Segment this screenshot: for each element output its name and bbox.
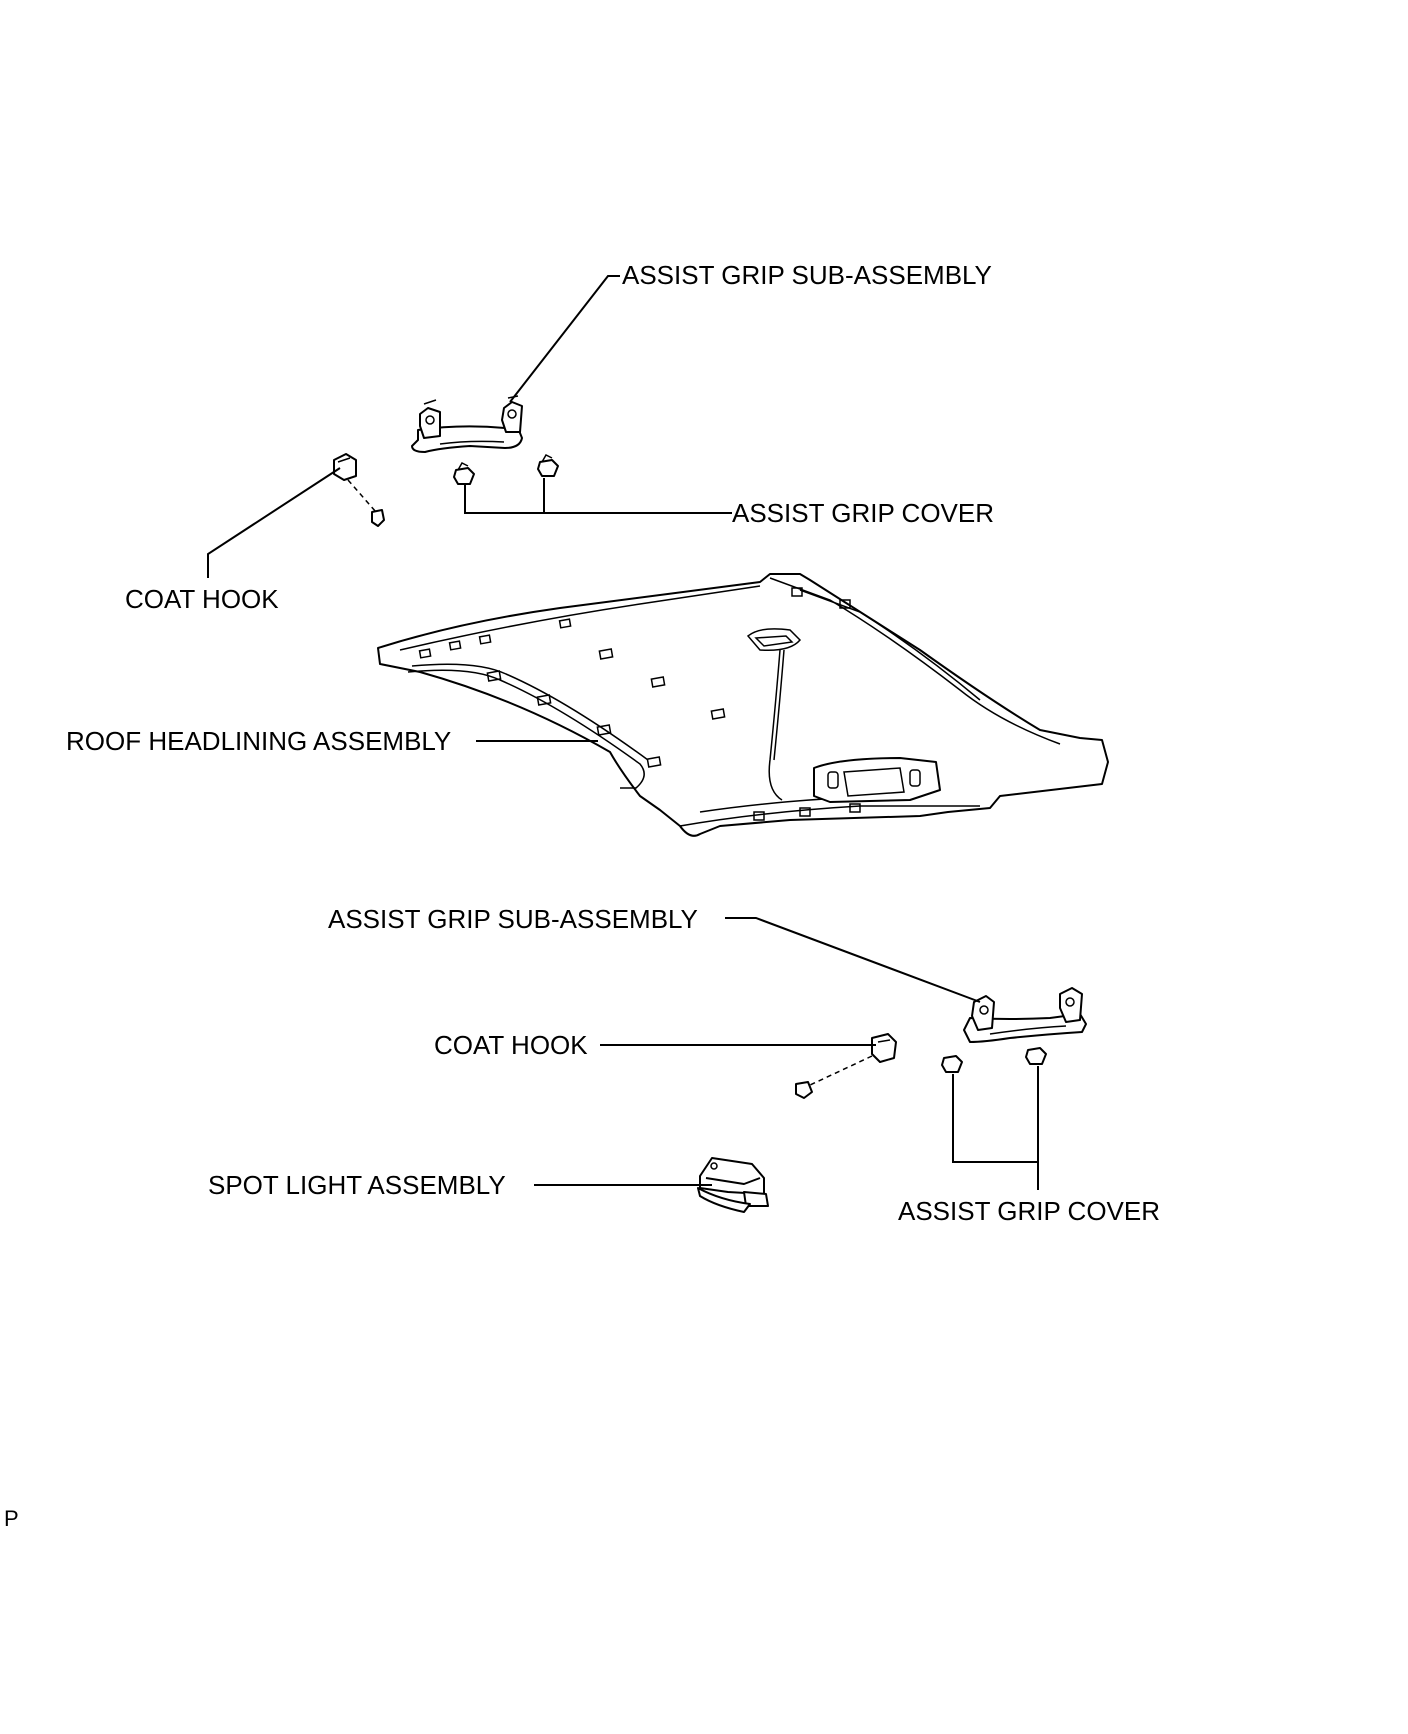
label-assist-grip-cover-top: ASSIST GRIP COVER [732,498,994,528]
leader-assist-grip-bottom [725,917,981,1003]
assist-grip-cover-bottom-parts [941,1047,1047,1073]
coat-hook-top-part [333,453,385,527]
label-assist-grip-cover-bottom: ASSIST GRIP COVER [898,1196,1160,1226]
label-roof-headlining-assembly: ROOF HEADLINING ASSEMBLY [66,726,451,756]
label-assist-grip-sub-assembly-top: ASSIST GRIP SUB-ASSEMBLY [622,260,992,290]
label-spot-light-assembly: SPOT LIGHT ASSEMBLY [208,1170,506,1200]
label-coat-hook-top: COAT HOOK [125,584,279,614]
leader-assist-grip-top [509,275,620,403]
assist-grip-cover-top-parts [453,454,559,485]
spot-light-part [697,1157,769,1213]
figure-code: P [4,1506,19,1531]
assist-grip-bottom-part [963,987,1087,1043]
label-assist-grip-sub-assembly-bottom: ASSIST GRIP SUB-ASSEMBLY [328,904,698,934]
leader-coat-hook-top [207,467,341,578]
leader-assist-grip-cover-bottom [952,1066,1039,1163]
leader-assist-grip-cover-top [464,485,732,514]
label-coat-hook-bottom: COAT HOOK [434,1030,588,1060]
coat-hook-bottom-part [795,1033,897,1099]
roof-headlining-part [377,573,1109,837]
assist-grip-top-part [411,395,523,453]
